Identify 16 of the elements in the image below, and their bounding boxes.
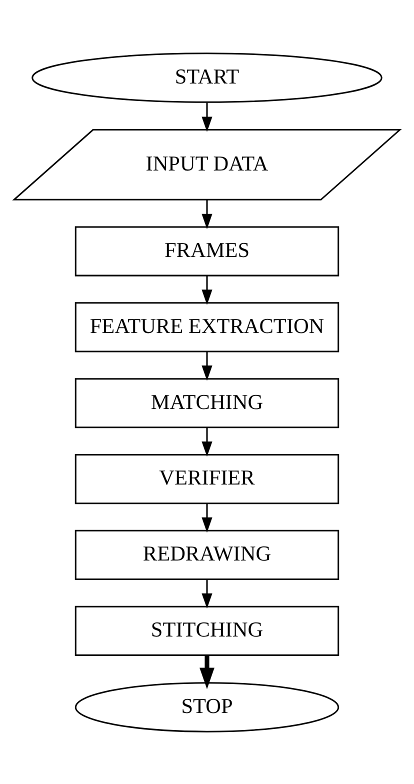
arrow: [202, 102, 212, 132]
arrow: [202, 199, 212, 229]
node-box: VERIFIER: [74, 454, 340, 504]
arrow: [202, 503, 212, 532]
node-box: STITCHING: [74, 605, 340, 656]
arrow: [202, 579, 212, 608]
arrow: [200, 654, 214, 689]
node-box: FEATURE EXTRACTION: [74, 302, 340, 352]
node-ellipse: START: [32, 52, 382, 102]
node-box: MATCHING: [74, 378, 340, 428]
arrow: [202, 351, 212, 380]
arrow: [202, 427, 212, 456]
arrow: [202, 275, 212, 304]
node-box: REDRAWING: [74, 529, 340, 580]
node-box: FRAMES: [74, 226, 340, 276]
node-ellipse: STOP: [74, 682, 340, 732]
